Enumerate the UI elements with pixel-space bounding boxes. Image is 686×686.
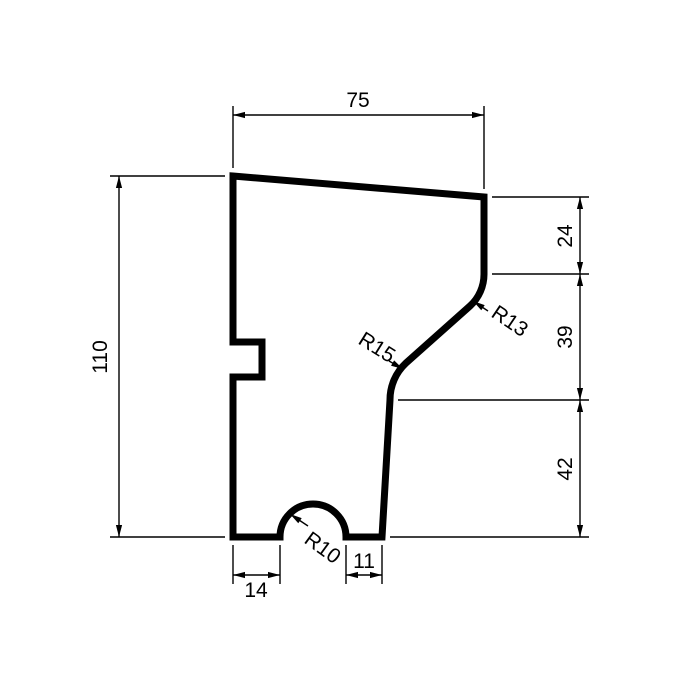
radius-label-r13: R13 <box>487 301 532 342</box>
radius-leader-r10 <box>289 513 309 527</box>
radius-label-r15: R15 <box>354 328 399 368</box>
dim-label-75: 75 <box>346 89 369 112</box>
dimension-lines <box>115 111 584 579</box>
dim-label-39: 39 <box>554 325 577 348</box>
extension-lines <box>110 106 589 584</box>
dim-label-110: 110 <box>89 340 112 373</box>
radius-leader-r13 <box>472 300 489 312</box>
dim-label-14: 14 <box>244 579 268 602</box>
radius-leaders <box>289 300 489 527</box>
radius-leader-r15 <box>388 360 404 370</box>
radius-label-r10: R10 <box>300 527 345 568</box>
dim-label-11: 11 <box>353 550 375 573</box>
dim-label-24: 24 <box>554 224 577 248</box>
dim-label-42: 42 <box>554 457 577 480</box>
dimension-labels: 75 110 24 39 42 14 11 R13 R15 R10 <box>89 89 577 602</box>
profile-outline <box>229 172 488 541</box>
